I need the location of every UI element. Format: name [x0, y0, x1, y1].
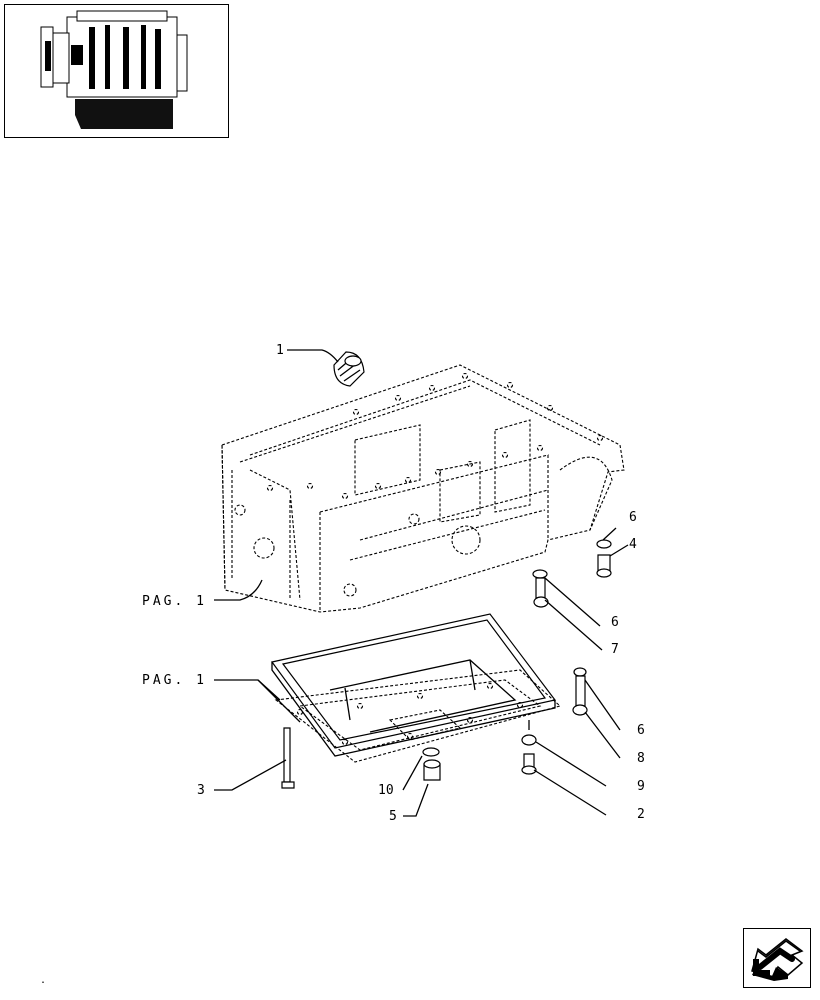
part-4-screw: [596, 554, 612, 578]
callout-4: 4: [629, 537, 637, 552]
arrow-previous-icon: [751, 938, 804, 981]
part-2-screw: [521, 753, 537, 775]
part-7-screw: [533, 577, 549, 608]
callout-2: 2: [637, 807, 645, 822]
previous-page-button[interactable]: [743, 928, 811, 988]
callout-6-mid: 6: [611, 615, 619, 630]
pan-flange: [274, 669, 562, 763]
callout-3: 3: [197, 783, 205, 798]
footer-mark: .: [40, 975, 47, 986]
reference-pan: PAG. 1: [142, 673, 207, 688]
part-5-drain-plug: [423, 759, 441, 781]
part-3-long-bolt: [281, 727, 295, 789]
part-10-seal-ring: [422, 747, 440, 757]
part-1-cap: [333, 351, 365, 387]
callout-5: 5: [389, 809, 397, 824]
part-8-screw: [572, 675, 588, 716]
callout-7: 7: [611, 642, 619, 657]
part-9-washer: [521, 720, 537, 746]
callout-1: 1: [276, 343, 284, 358]
reference-block: PAG. 1: [142, 594, 207, 609]
engine-thumbnail-drawing: [40, 10, 188, 129]
callout-8: 8: [637, 751, 645, 766]
callout-6-low: 6: [637, 723, 645, 738]
leader-lines: [214, 349, 629, 817]
engine-thumbnail: [4, 4, 229, 138]
part-6-washer-mid: [532, 569, 548, 579]
callout-10: 10: [378, 783, 394, 798]
part-6-washer-top: [596, 539, 612, 549]
callout-9: 9: [637, 779, 645, 794]
callout-6-top: 6: [629, 510, 637, 525]
oil-pan: [270, 613, 557, 757]
sump-highlight: [75, 99, 173, 129]
engine-block-base: [221, 364, 625, 613]
part-6-washer-low: [573, 667, 587, 677]
